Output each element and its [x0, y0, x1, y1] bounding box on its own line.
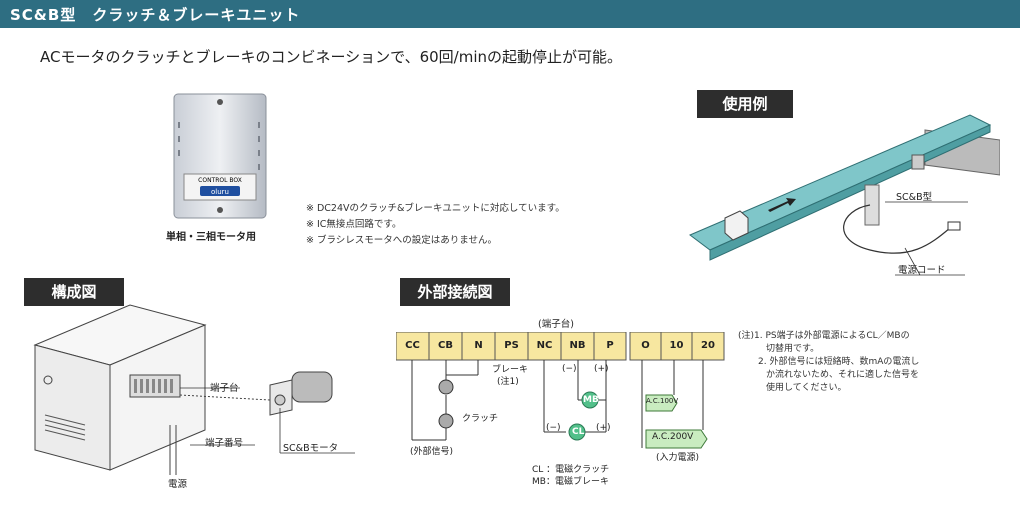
box-label: CONTROL BOX: [198, 177, 242, 184]
input-power-label: (入力電源): [656, 453, 700, 463]
product-image: CONTROL BOX oluru: [170, 92, 270, 222]
note-line-4: か流れないため、それに適した信号を: [766, 370, 920, 380]
header-bar: SC&B型 クラッチ＆ブレーキユニット: [0, 0, 1020, 28]
cl-label: CL: [572, 427, 585, 437]
plus-label-bottom: (+): [596, 423, 611, 433]
note-line-3: 2. 外部信号には短絡時、数mAの電流し: [758, 357, 920, 367]
terminal-block-heading: (端子台): [538, 319, 574, 330]
wiring-lines: [396, 360, 726, 470]
terminal-number-label: 端子番号: [205, 438, 244, 449]
wiring-tag: 外部接続図: [400, 278, 510, 306]
terminal-20: 20: [701, 340, 715, 351]
minus-label-bottom: (−): [546, 423, 561, 433]
terminal-n: N: [474, 340, 483, 351]
ac100-label: A.C.100V: [646, 397, 679, 405]
brake-label: ブレーキ: [492, 365, 529, 375]
note-line-2: 切替用です。: [766, 344, 820, 354]
legend-cl: CL ：電磁クラッチ: [532, 465, 610, 475]
terminal-o: O: [641, 340, 650, 351]
terminal-cb: CB: [438, 340, 453, 351]
remarks: ※ DC24Vのクラッチ&ブレーキユニットに対応しています。 ※ IC無接点回路…: [306, 200, 565, 246]
remark-3: ※ ブラシレスモータへの設定はありません。: [306, 235, 498, 246]
brand-logo: oluru: [211, 188, 229, 196]
usage-illustration: [680, 100, 1001, 290]
clutch-label: クラッチ: [462, 414, 499, 424]
brake-note: (注1): [497, 377, 519, 387]
terminal-block-label: 端子台: [210, 383, 239, 394]
remark-2: ※ IC無接点回路です。: [306, 219, 402, 230]
minus-label-top: (−): [562, 364, 577, 374]
legend-mb: MB：電磁ブレーキ: [532, 477, 609, 487]
page-title: SC&B型 クラッチ＆ブレーキユニット: [10, 6, 301, 24]
note-line-1: (注)1. PS端子は外部電源によるCL／MBの: [738, 331, 910, 341]
terminal-strip: [395, 331, 726, 362]
note-line-5: 使用してください。: [766, 383, 847, 393]
terminal-10: 10: [669, 340, 684, 351]
subtitle: ACモータのクラッチとブレーキのコンビネーションで、60回/minの起動停止が可…: [40, 48, 623, 66]
usage-tag: 使用例: [697, 90, 793, 118]
terminal-ps: PS: [504, 340, 519, 351]
remark-1: ※ DC24Vのクラッチ&ブレーキユニットに対応しています。: [306, 203, 565, 214]
notes: (注)1. PS端子は外部電源によるCL／MBの 切替用です。 2. 外部信号に…: [738, 330, 1008, 395]
structure-tag: 構成図: [24, 278, 124, 306]
external-signal-label: (外部信号): [410, 447, 454, 457]
ac200-label: A.C.200V: [652, 432, 694, 442]
usage-cord-label: 電源コード: [898, 265, 946, 276]
terminal-cc: CC: [405, 340, 420, 351]
mb-label: MB: [583, 395, 599, 405]
structure-illustration: [30, 300, 360, 500]
plus-label-top: (+): [594, 364, 609, 374]
usage-unit-label: SC&B型: [896, 192, 933, 203]
terminal-nb: NB: [569, 340, 586, 351]
terminal-nc: NC: [536, 340, 553, 351]
terminal-p: P: [606, 340, 614, 351]
product-caption: 単相・三相モータ用: [166, 232, 256, 243]
power-label: 電源: [168, 479, 188, 490]
motor-label: SC&Bモータ: [283, 443, 339, 454]
